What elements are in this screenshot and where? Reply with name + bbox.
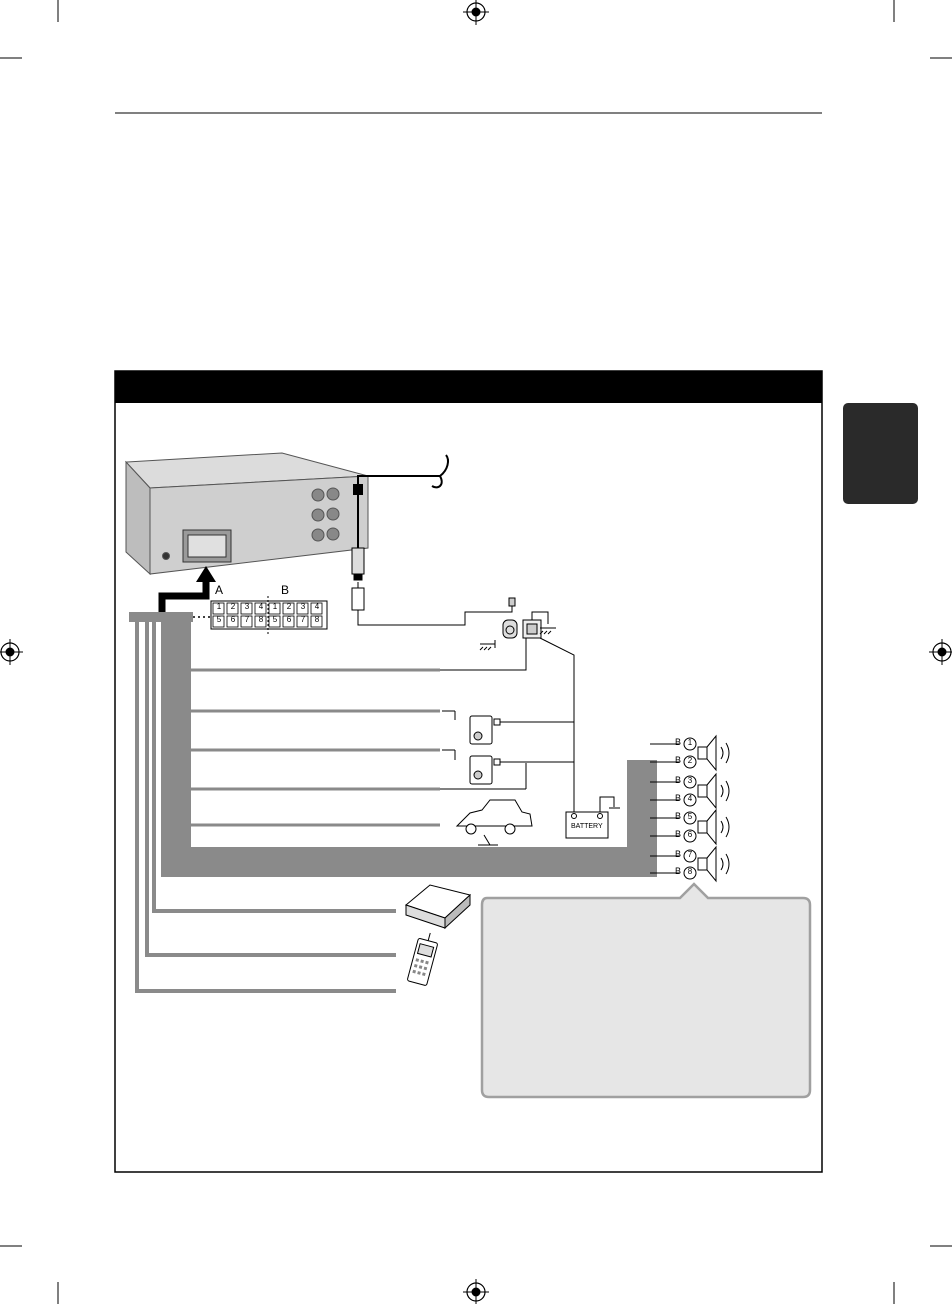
connector-a-pin-box [254,615,267,628]
connector-b-pin-box [310,602,323,615]
speaker-group [650,734,730,883]
speaker-icon [697,734,730,772]
connector-a-pin-label: 4 [258,602,264,611]
registration-mark-icon [929,639,952,665]
connector-a-pin-box [212,602,225,615]
speaker-terminal-prefix: B [675,793,682,803]
connector-a-pin-label: 2 [230,602,236,611]
relay-icon [440,749,574,790]
car-icon [455,799,533,846]
speaker-icon [697,772,730,810]
speaker-terminal-prefix: B [675,755,682,765]
speaker-terminal-circle [683,793,697,807]
speaker-terminal-number: 6 [687,830,693,839]
connector-b-pin-label: 5 [272,615,278,624]
speaker-terminal-number: 2 [687,756,693,765]
connector-a-pin-box [212,615,225,628]
note-callout-box [480,882,812,1099]
mobile-phone-icon [407,932,438,986]
battery-label: BATTERY [571,823,603,830]
connector-b-pin-box [268,615,281,628]
speaker-terminal-circle [683,775,697,789]
connector-b-pin-box [296,615,309,628]
ground-icon [479,627,556,651]
connector-b-pin-box [296,602,309,615]
connector-b-pin-label: 6 [286,615,292,624]
connector-b-pin-label: 3 [300,602,306,611]
connector-a-pin-box [226,602,239,615]
speaker-terminal-prefix: B [675,829,682,839]
speaker-terminal-circle [683,849,697,863]
connector-a-b [210,596,328,636]
fuse-icon [351,582,455,626]
wiring-harness [129,612,657,993]
connector-a-pin-box [226,615,239,628]
connector-b-label: B [281,583,290,597]
connector-a-pin-label: 8 [258,615,264,624]
ignition-switch-icon [440,597,575,812]
connector-a-pin-box [240,602,253,615]
connector-a-pin-label: 5 [216,615,222,624]
speaker-terminal-circle [683,866,697,880]
connector-b-pin-label: 1 [272,602,278,611]
speaker-terminal-prefix: B [675,775,682,785]
connector-b-pin-box [282,615,295,628]
connector-a-pin-label: 1 [216,602,222,611]
registration-mark-icon [463,1279,489,1304]
speaker-terminal-prefix: B [675,849,682,859]
speaker-icon [697,808,730,846]
speaker-terminal-circle [683,737,697,751]
harness-arrow [158,566,216,615]
connector-b-pin-box [310,615,323,628]
registration-mark-icon [463,0,489,25]
side-chapter-tab [843,403,918,504]
connector-b-pin-label: 4 [314,602,320,611]
speaker-terminal-number: 5 [687,812,693,821]
battery-icon [565,796,620,839]
speaker-terminal-prefix: B [675,866,682,876]
external-device-icon [404,884,472,930]
head-unit-icon [124,452,369,576]
speaker-terminal-circle [683,755,697,769]
speaker-terminal-number: 8 [687,867,693,876]
speaker-terminal-circle [683,811,697,825]
connector-a-pin-box [254,602,267,615]
connector-b-pin-label: 7 [300,615,306,624]
antenna-cable [353,454,449,548]
speaker-terminal-prefix: B [675,811,682,821]
connector-a-pin-box [240,615,253,628]
connector-b-pin-box [282,602,295,615]
connector-b-pin-label: 8 [314,615,320,624]
speaker-terminal-number: 4 [687,794,693,803]
connector-a-pin-label: 6 [230,615,236,624]
speaker-terminal-number: 7 [687,850,693,859]
connector-b-pin-box [268,602,281,615]
speaker-terminal-prefix: B [675,737,682,747]
connector-b-pin-label: 2 [286,602,292,611]
speaker-icon [697,845,730,883]
registration-mark-icon [0,639,23,665]
connector-a-pin-label: 7 [244,615,250,624]
antenna-plug-icon [351,547,365,581]
speaker-terminal-number: 1 [687,738,693,747]
speaker-terminal-number: 3 [687,776,693,785]
connector-a-label: A [215,583,224,597]
speaker-terminal-circle [683,829,697,843]
relay-icon [442,710,574,745]
connector-a-pin-label: 3 [244,602,250,611]
diagram-header-bar [115,371,822,403]
